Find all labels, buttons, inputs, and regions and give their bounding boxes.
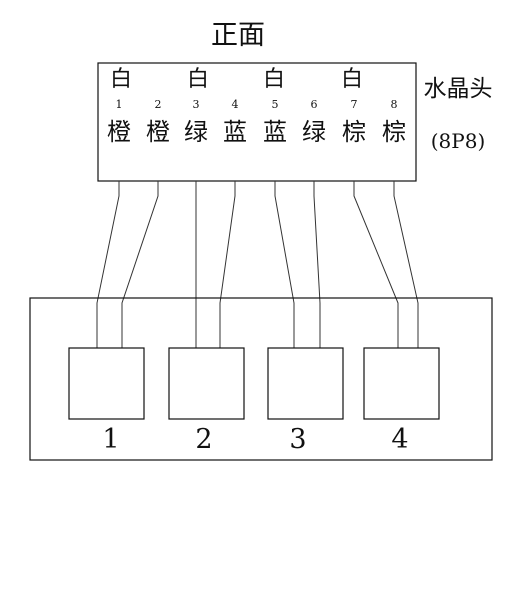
pin-color: 蓝 <box>263 118 287 146</box>
pin-number: 7 <box>351 98 358 111</box>
wire-pin-4 <box>219 181 236 348</box>
wire-pin-7 <box>353 181 399 348</box>
white-mark: 白 <box>341 67 363 92</box>
wire-pin-5 <box>274 181 295 348</box>
rj45-connector-box <box>97 62 417 182</box>
wire-pin-8 <box>393 181 419 348</box>
pin-color: 橙 <box>146 118 170 146</box>
wire-pin-6 <box>313 181 321 348</box>
port-3-box <box>267 347 344 420</box>
pin-colors: 橙 橙 绿 蓝 蓝 绿 棕 棕 <box>107 118 406 146</box>
pin-number: 1 <box>116 98 123 111</box>
panel-box <box>29 297 493 461</box>
connector-type-label: (8P8) <box>431 129 486 153</box>
pin-number: 3 <box>193 98 200 111</box>
port-2-box <box>168 347 245 420</box>
pin-number: 6 <box>311 98 318 111</box>
port-label: 2 <box>195 424 212 455</box>
pin-numbers: 1 2 3 4 5 6 7 8 <box>116 98 398 111</box>
wire-pin-1 <box>96 181 120 348</box>
pin-number: 8 <box>391 98 398 111</box>
white-mark: 白 <box>187 67 209 92</box>
pin-color: 蓝 <box>223 118 247 146</box>
port-label: 4 <box>391 424 408 455</box>
ports <box>68 347 440 420</box>
white-marks: 白 白 白 白 <box>110 67 363 92</box>
wires <box>96 181 419 348</box>
wire-pin-2 <box>121 181 159 348</box>
pin-color: 绿 <box>184 118 208 146</box>
pin-color: 绿 <box>302 118 326 146</box>
port-labels: 1 2 3 4 <box>102 424 408 455</box>
port-4-box <box>363 347 440 420</box>
port-label: 3 <box>289 424 306 455</box>
diagram-title: 正面 <box>211 20 265 51</box>
pin-color: 棕 <box>382 118 406 146</box>
port-label: 1 <box>102 424 119 455</box>
pin-color: 棕 <box>342 118 366 146</box>
port-1-box <box>68 347 145 420</box>
white-mark: 白 <box>263 67 285 92</box>
pin-number: 4 <box>232 98 239 111</box>
connector-label: 水晶头 <box>424 76 493 102</box>
pin-color: 橙 <box>107 118 131 146</box>
pin-number: 5 <box>272 98 279 111</box>
white-mark: 白 <box>110 67 132 92</box>
pin-number: 2 <box>155 98 162 111</box>
